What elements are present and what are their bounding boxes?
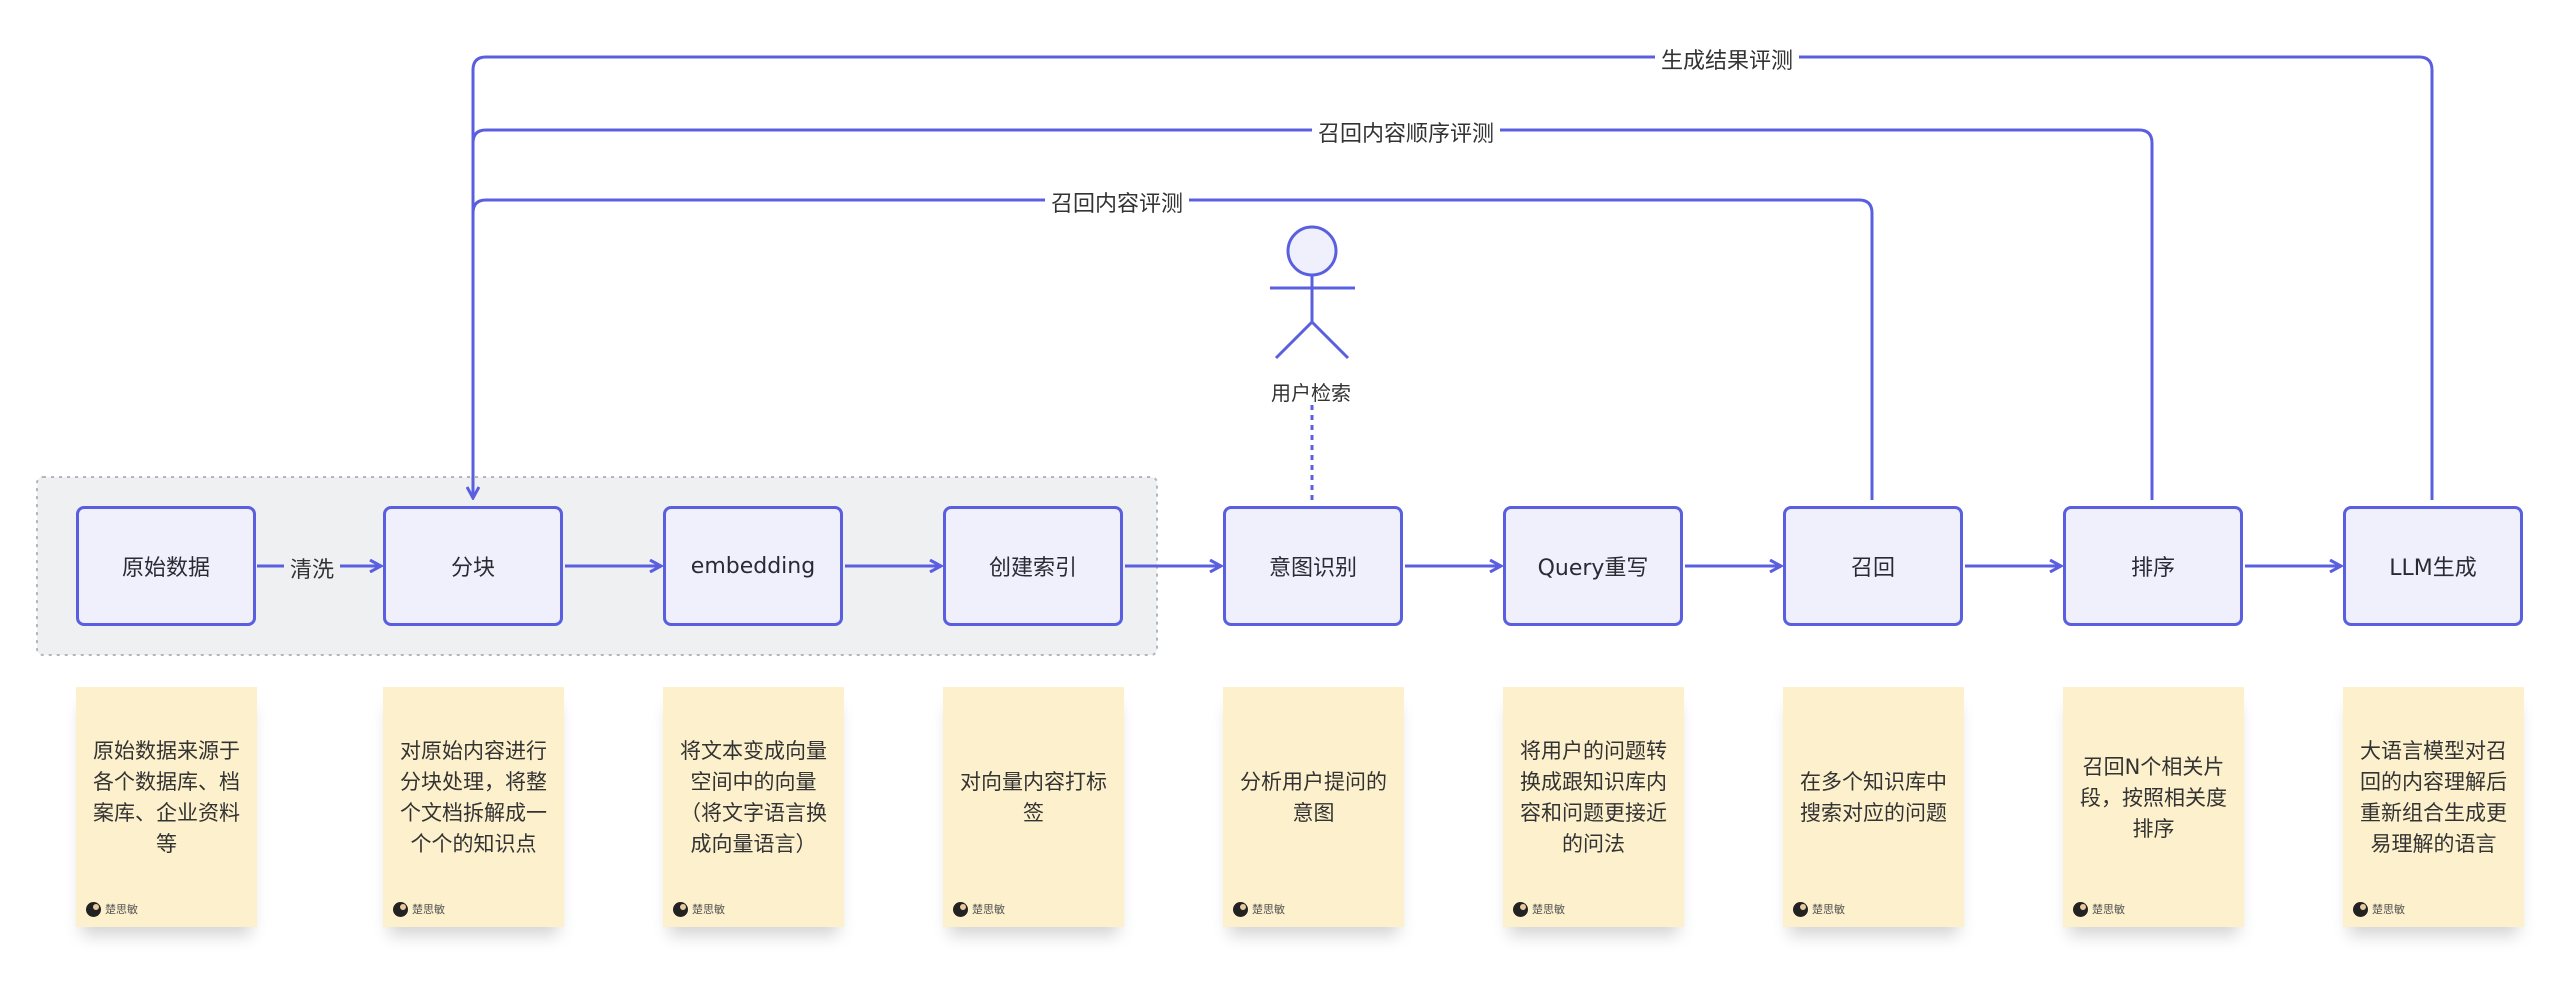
author-name: 楚思敏 xyxy=(2092,903,2125,916)
note-text: 大语言模型对召回的内容理解后重新组合生成更易理解的语言 xyxy=(2360,739,2507,856)
note-text: 分析用户提问的意图 xyxy=(1240,770,1387,825)
author-name: 楚思敏 xyxy=(1812,903,1845,916)
avatar xyxy=(86,901,101,917)
author-name: 楚思敏 xyxy=(2372,903,2405,916)
note-author: 楚思敏 xyxy=(393,901,445,917)
note-author: 楚思敏 xyxy=(86,901,138,917)
node-query-rewrite[interactable]: Query重写 xyxy=(1503,506,1683,626)
node-chunk[interactable]: 分块 xyxy=(383,506,563,626)
note-author: 楚思敏 xyxy=(673,901,725,917)
person-icon xyxy=(1270,225,1355,360)
sticky-note[interactable]: 分析用户提问的意图 楚思敏 xyxy=(1223,687,1404,927)
sticky-note[interactable]: 对向量内容打标签 楚思敏 xyxy=(943,687,1124,927)
author-name: 楚思敏 xyxy=(692,903,725,916)
note-author: 楚思敏 xyxy=(953,901,1005,917)
sticky-note[interactable]: 召回N个相关片段，按照相关度排序 楚思敏 xyxy=(2063,687,2244,927)
note-author: 楚思敏 xyxy=(2353,901,2405,917)
edge-label-clean: 清洗 xyxy=(284,552,341,584)
note-author: 楚思敏 xyxy=(1793,901,1845,917)
loop-recall-eval xyxy=(471,198,1874,500)
note-text: 将文本变成向量空间中的向量（将文字语言换成向量语言） xyxy=(680,739,827,856)
author-name: 楚思敏 xyxy=(105,903,138,916)
avatar xyxy=(1513,901,1528,917)
node-embedding[interactable]: embedding xyxy=(663,506,843,626)
sticky-note[interactable]: 大语言模型对召回的内容理解后重新组合生成更易理解的语言 楚思敏 xyxy=(2343,687,2524,927)
note-text: 将用户的问题转换成跟知识库内容和问题更接近的问法 xyxy=(1520,739,1667,856)
avatar xyxy=(1793,901,1808,917)
sticky-note[interactable]: 将用户的问题转换成跟知识库内容和问题更接近的问法 楚思敏 xyxy=(1503,687,1684,927)
loop-generation-eval xyxy=(473,55,2434,500)
note-text: 在多个知识库中搜索对应的问题 xyxy=(1800,770,1947,825)
avatar xyxy=(1233,901,1248,917)
sticky-note[interactable]: 将文本变成向量空间中的向量（将文字语言换成向量语言） 楚思敏 xyxy=(663,687,844,927)
author-name: 楚思敏 xyxy=(1532,903,1565,916)
node-intent[interactable]: 意图识别 xyxy=(1223,506,1403,626)
note-author: 楚思敏 xyxy=(1513,901,1565,917)
loop-label-generation-eval: 生成结果评测 xyxy=(1655,43,1800,75)
note-author: 楚思敏 xyxy=(1233,901,1285,917)
avatar xyxy=(393,901,408,917)
note-text: 对原始内容进行分块处理，将整个文档拆解成一个个的知识点 xyxy=(400,739,547,856)
author-name: 楚思敏 xyxy=(1252,903,1285,916)
loop-label-recall-eval: 召回内容评测 xyxy=(1045,186,1190,218)
node-llm[interactable]: LLM生成 xyxy=(2343,506,2523,626)
avatar xyxy=(953,901,968,917)
actor-label: 用户检索 xyxy=(1271,381,1351,405)
node-rank[interactable]: 排序 xyxy=(2063,506,2243,626)
avatar xyxy=(2353,901,2368,917)
node-raw-data[interactable]: 原始数据 xyxy=(76,506,256,626)
author-name: 楚思敏 xyxy=(412,903,445,916)
author-name: 楚思敏 xyxy=(972,903,1005,916)
note-author: 楚思敏 xyxy=(2073,901,2125,917)
node-recall[interactable]: 召回 xyxy=(1783,506,1963,626)
note-text: 召回N个相关片段，按照相关度排序 xyxy=(2080,754,2227,841)
note-text: 对向量内容打标签 xyxy=(960,770,1107,825)
avatar xyxy=(2073,901,2088,917)
loop-label-rank-eval: 召回内容顺序评测 xyxy=(1312,116,1501,148)
note-text: 原始数据来源于各个数据库、档案库、企业资料等 xyxy=(93,739,240,856)
avatar xyxy=(673,901,688,917)
sticky-note[interactable]: 对原始内容进行分块处理，将整个文档拆解成一个个的知识点 楚思敏 xyxy=(383,687,564,927)
node-index[interactable]: 创建索引 xyxy=(943,506,1123,626)
sticky-note[interactable]: 在多个知识库中搜索对应的问题 楚思敏 xyxy=(1783,687,1964,927)
sticky-note[interactable]: 原始数据来源于各个数据库、档案库、企业资料等 楚思敏 xyxy=(76,687,257,927)
